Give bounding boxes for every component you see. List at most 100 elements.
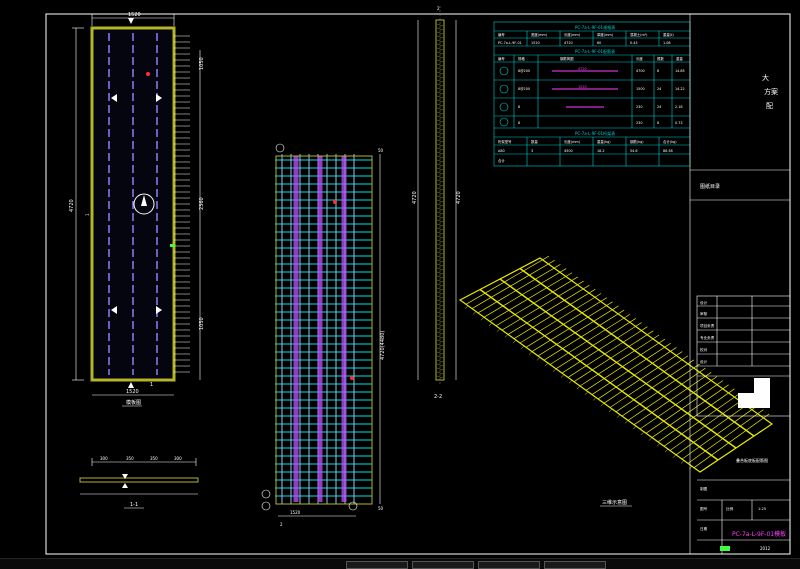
table-cell: 2.18 [675, 105, 683, 109]
plan-view: 1520 4720 2360 1050 1050 1 1520 模板图 1 [69, 12, 205, 407]
svg-text:1520: 1520 [290, 510, 301, 515]
title-block-label: 审核 [700, 311, 708, 316]
table-title: PC-7a-L-9F-01规格表 [575, 24, 615, 30]
table-cell: A80 [498, 149, 505, 153]
svg-text:2360: 2360 [199, 197, 205, 210]
sheet-number: 2012 [760, 546, 771, 551]
spec-tables [493, 21, 691, 167]
table-header: 重量(kg) [597, 139, 611, 144]
table-header: 重量(t) [663, 32, 674, 37]
title-block-label: 设计 [700, 359, 708, 364]
table-header: 厚度(mm) [597, 32, 614, 37]
table-cell: 1520 [531, 41, 540, 45]
svg-text:4720: 4720 [456, 191, 462, 204]
lifting-point-marker [111, 94, 117, 102]
table-cell: 0.43 [630, 41, 638, 45]
svg-text:50: 50 [378, 148, 384, 153]
table-header: 混凝土(m³) [630, 32, 648, 37]
table-cell: 3 [531, 149, 533, 153]
isometric-view: 三维示意图 叠合板底板配筋图 [458, 255, 774, 507]
svg-text:50: 50 [378, 506, 384, 511]
svg-text:1: 1 [150, 382, 153, 388]
elevation-label: 2-2 [434, 394, 442, 400]
lifting-point-marker [156, 94, 162, 102]
table-cell: 54.6 [630, 149, 638, 153]
rebar-height-dim: 4720(4480) [380, 331, 386, 360]
table-cell: PC-7a-L-9F-01 [498, 41, 522, 45]
table-header: 桁架型号 [498, 139, 512, 144]
iso-label: 三维示意图 [602, 499, 627, 506]
direction-symbol [133, 193, 155, 215]
lifting-point-marker [111, 306, 117, 314]
svg-text:大: 大 [762, 73, 769, 82]
table-cell: 14.22 [675, 87, 685, 91]
table-title: PC-7a-L-9F-01桁架表 [575, 130, 615, 136]
table-cell: 8 [657, 121, 659, 125]
svg-text:1050: 1050 [199, 57, 205, 70]
table-cell: 1.08 [663, 41, 671, 45]
title-block-label: 图号 [700, 506, 708, 511]
drawing-number: PC-7a-L-9F-01模板 [732, 530, 786, 538]
table-cell: 86.58 [663, 149, 673, 153]
plan-right-ticks [174, 35, 190, 373]
table-cell: 8 [518, 105, 520, 109]
table-cell: 8@200 [518, 87, 530, 91]
lifting-point-marker [156, 306, 162, 314]
rebar-view: 4720(4480) 50 50 1520 2 [261, 143, 386, 527]
svg-text:1: 1 [85, 213, 90, 216]
notes-label: 图纸目录 [700, 183, 720, 190]
table-cell: 1500 [636, 87, 645, 91]
table-cell: 230 [636, 121, 642, 125]
svg-text:350: 350 [126, 456, 134, 461]
title-block-label: 比例 [726, 506, 734, 511]
plan-view-label: 模板图 [126, 399, 141, 406]
table-header: 长度 [636, 56, 643, 61]
section-label: 1-1 [130, 502, 138, 508]
table-cell: 18.2 [597, 149, 605, 153]
title-block-label: 设计 [700, 300, 708, 305]
title-block-value: 1:25 [758, 507, 766, 511]
table-cell: 4720 [578, 67, 587, 71]
table-cell: 230 [636, 105, 642, 109]
table-cell: 8 [518, 121, 520, 125]
table-header: 钢筋简图 [560, 56, 574, 61]
table-header: 规格 [518, 56, 525, 61]
table-header: 钢筋(kg) [630, 139, 644, 144]
table-cell: 1520 [578, 85, 587, 89]
table-cell: 4700 [636, 69, 645, 73]
table-cell: 14.85 [675, 69, 685, 73]
table-header: 合计(kg) [663, 139, 677, 144]
svg-text:方案: 方案 [764, 87, 778, 96]
title-block-label: 专业负责 [700, 335, 715, 340]
title-block-label: 项目负责 [700, 323, 715, 328]
table-cell: 60 [597, 41, 601, 45]
table-header: 编号 [498, 32, 505, 37]
table-header: 根数 [657, 56, 664, 61]
svg-text:1520: 1520 [126, 389, 139, 395]
svg-text:叠合板底板配筋图: 叠合板底板配筋图 [736, 457, 768, 463]
table-header: 宽度(mm) [531, 32, 548, 37]
plan-height-dim: 4720 [69, 199, 75, 212]
svg-text:2: 2 [280, 522, 283, 527]
svg-text:配: 配 [766, 102, 773, 110]
table-cell: 8@200 [518, 69, 530, 73]
title-block-label: 制图 [700, 486, 708, 491]
table-title: PC-7a-L-9F-01配筋表 [575, 48, 615, 54]
sheet-outer-frame [45, 13, 791, 555]
table-header: 编号 [498, 56, 505, 61]
table-cell: 8 [657, 69, 659, 73]
svg-text:2: 2 [437, 6, 440, 11]
elevation-2-2: 4720 4720 2-2 2 [412, 6, 462, 400]
table-header: 长度(mm) [564, 32, 581, 37]
section-1-1: 300 350 350 300 1-1 [79, 456, 199, 509]
title-block-label: 日期 [700, 526, 708, 531]
svg-text:300: 300 [100, 456, 108, 461]
table-cell: 4500 [564, 149, 573, 153]
svg-text:1050: 1050 [199, 317, 205, 330]
table-header: 重量 [676, 56, 683, 61]
table-header: 长度(mm) [564, 139, 581, 144]
table-cell: 24 [657, 105, 661, 109]
